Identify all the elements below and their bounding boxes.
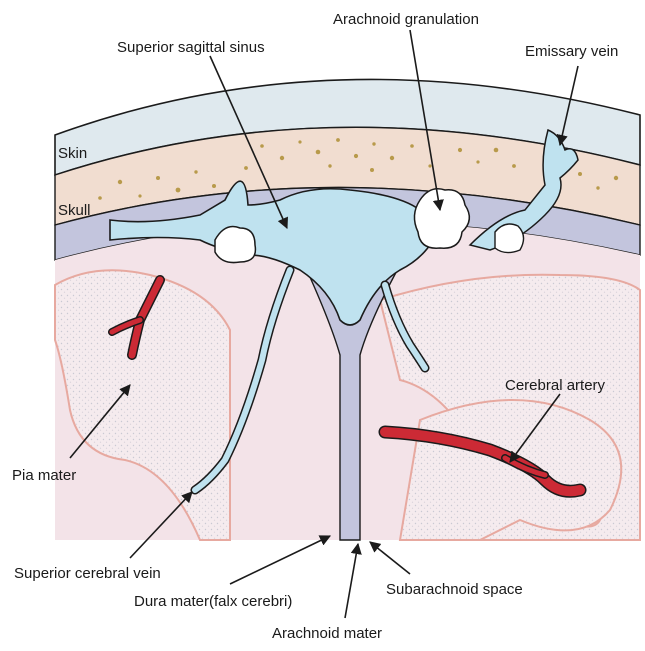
label-cerebral-artery: Cerebral artery [505,377,606,394]
leader-dura-mater [230,536,330,584]
label-arachnoid-mater: Arachnoid mater [272,625,382,642]
label-emissary-vein: Emissary vein [525,43,618,60]
label-arachnoid-granulation: Arachnoid granulation [333,11,479,28]
label-subarachnoid-space: Subarachnoid space [386,581,523,598]
leader-subarachnoid-space [370,542,410,574]
label-skull: Skull [58,202,91,219]
label-superior-cerebral-vein: Superior cerebral vein [14,565,161,582]
label-skin: Skin [58,145,87,162]
right-granulation-shape [495,224,524,253]
right-lower-gyrus [400,400,621,540]
label-dura-mater: Dura mater(falx cerebri) [134,593,292,610]
label-pia-mater: Pia mater [12,467,76,484]
label-superior-sagittal-sinus: Superior sagittal sinus [117,39,265,56]
leader-arachnoid-mater [345,544,358,618]
left-granulation-shape [215,227,255,263]
